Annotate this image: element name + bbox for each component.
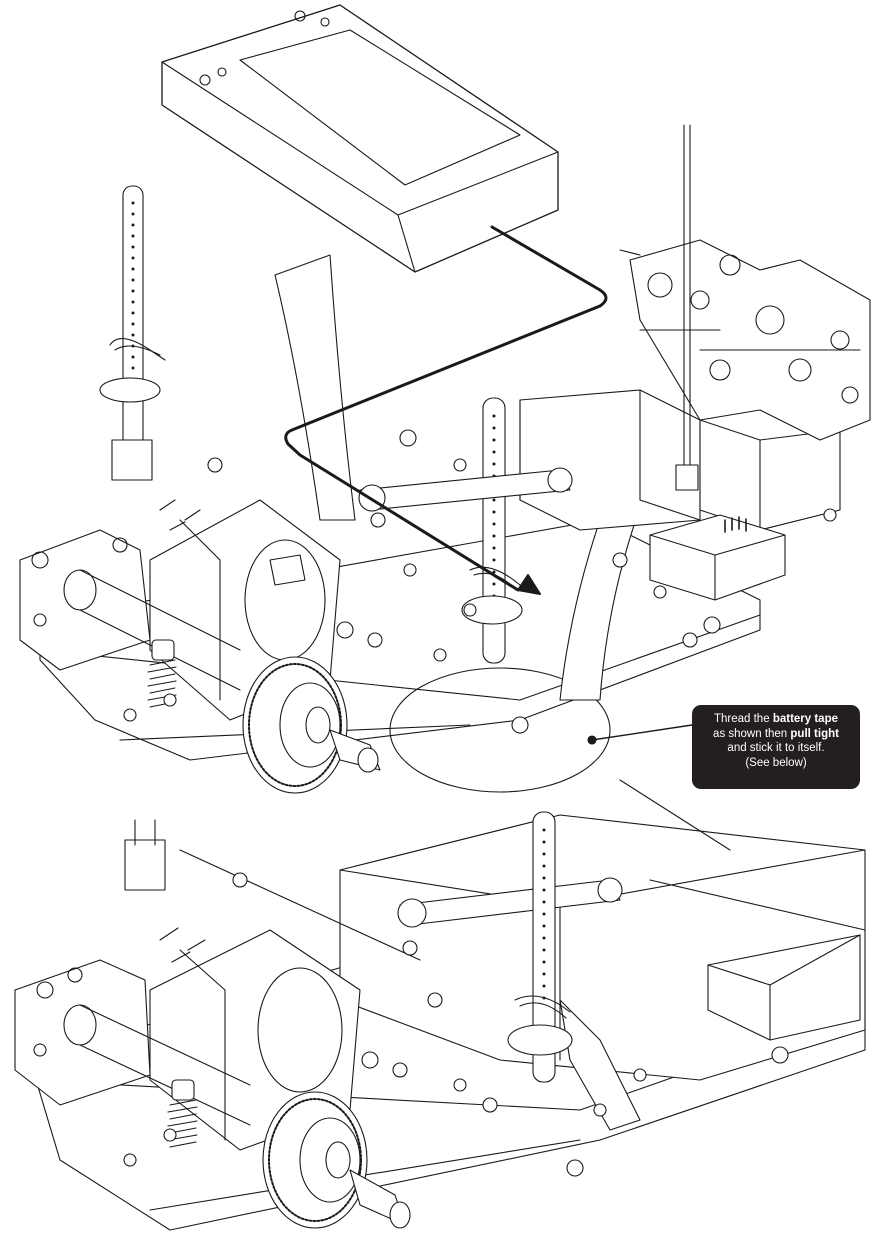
- battery-tray: [519, 389, 701, 531]
- thread-path-arrow: [284, 225, 608, 595]
- callout-line-2-text: as shown then: [713, 727, 791, 740]
- spur-gear-top: [242, 656, 348, 794]
- callout-line-2-bold: pull tight: [790, 727, 839, 740]
- battery-post-middle: [461, 397, 523, 664]
- callout-line-1: Thread the battery tape: [698, 712, 854, 727]
- callout-dot: [587, 735, 597, 745]
- callout-line-3: and stick it to itself.: [727, 742, 825, 754]
- instruction-callout: Thread the battery tape as shown then pu…: [692, 705, 860, 789]
- steering-linkage: [358, 467, 573, 512]
- callout-line-1-bold: battery tape: [772, 713, 838, 725]
- shock-spring-bottom: [167, 1079, 198, 1148]
- battery-pack: [161, 4, 559, 273]
- rear-hub-bottom: [14, 959, 251, 1126]
- shaft-end: [357, 747, 379, 773]
- battery-post-bottom: [507, 811, 573, 1083]
- steering-linkage-bottom: [124, 819, 623, 961]
- callout-line-2: as shown then pull tight: [698, 727, 854, 742]
- battery-post-left: [99, 185, 166, 481]
- antenna-tube: [675, 124, 699, 491]
- receiver: [649, 514, 786, 601]
- battery-tape-bottom: [559, 999, 641, 1131]
- callout-leader: [591, 724, 693, 741]
- rear-hub-top: [19, 529, 241, 691]
- shock-spring-top: [147, 639, 177, 708]
- callout-line-1-text: Thread the: [713, 713, 773, 725]
- callout-line-4: (See below): [745, 756, 807, 769]
- screws-top: [33, 429, 837, 734]
- tire-outline: [389, 667, 611, 793]
- spur-gear-bottom: [262, 1091, 411, 1229]
- screws-bottom: [33, 872, 789, 1177]
